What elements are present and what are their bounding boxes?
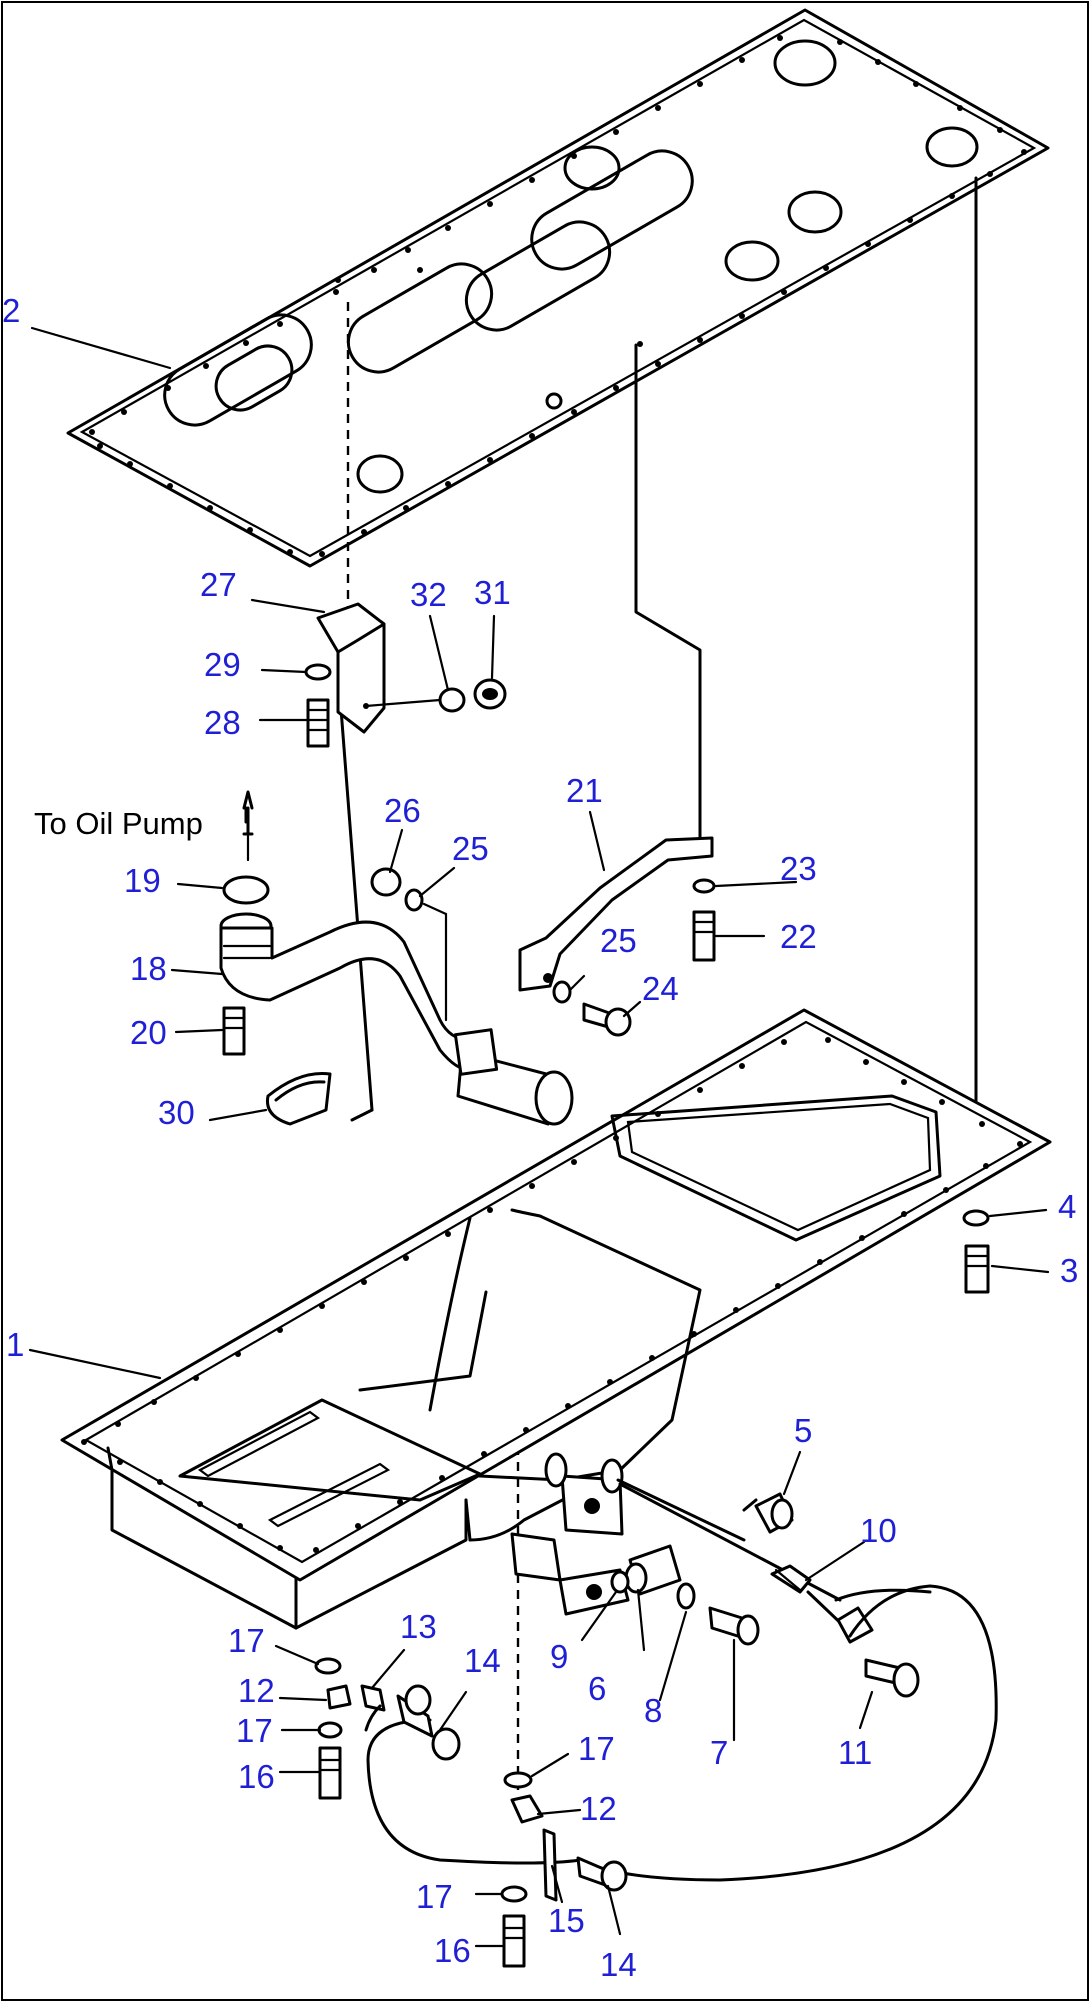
callout-26: 26 bbox=[384, 792, 421, 829]
oil-pan bbox=[60, 1008, 1052, 1630]
callout-11: 11 bbox=[838, 1734, 872, 1771]
callout-10: 10 bbox=[860, 1512, 897, 1549]
callout-29: 29 bbox=[204, 646, 241, 683]
callout-17-d: 17 bbox=[416, 1878, 453, 1915]
callout-12-b: 12 bbox=[580, 1790, 617, 1827]
callout-22: 22 bbox=[780, 918, 817, 955]
callout-15: 15 bbox=[548, 1902, 585, 1939]
callout-27: 27 bbox=[200, 566, 237, 603]
callout-17-a: 17 bbox=[228, 1622, 265, 1659]
callout-3: 3 bbox=[1060, 1252, 1078, 1289]
suction-pipe bbox=[219, 790, 574, 1126]
callout-9: 9 bbox=[550, 1638, 568, 1675]
callout-20: 20 bbox=[130, 1014, 167, 1051]
callout-17-b: 17 bbox=[236, 1712, 273, 1749]
callout-19: 19 bbox=[124, 862, 161, 899]
callout-4: 4 bbox=[1058, 1188, 1076, 1225]
callout-1: 1 bbox=[6, 1326, 24, 1363]
callout-31: 31 bbox=[474, 574, 511, 611]
callout-32: 32 bbox=[410, 576, 447, 613]
callout-25-b: 25 bbox=[600, 922, 637, 959]
callout-13: 13 bbox=[400, 1608, 437, 1645]
callout-5: 5 bbox=[794, 1412, 812, 1449]
callout-14-b: 14 bbox=[600, 1946, 637, 1983]
to-oil-pump-note: To Oil Pump bbox=[34, 806, 203, 841]
callout-6: 6 bbox=[588, 1670, 606, 1707]
gasket bbox=[66, 8, 1050, 568]
callout-labels: 2 1 3 4 5 6 7 8 9 10 11 12 12 13 14 14 1… bbox=[2, 292, 1078, 1983]
callout-7: 7 bbox=[710, 1734, 728, 1771]
bracket-assembly bbox=[304, 602, 507, 748]
sensor-harness bbox=[366, 1478, 998, 1882]
leader-lines bbox=[28, 326, 1050, 1948]
callout-12-a: 12 bbox=[238, 1672, 275, 1709]
callout-16-a: 16 bbox=[238, 1758, 275, 1795]
callout-8: 8 bbox=[644, 1692, 662, 1729]
clip-hardware bbox=[314, 1657, 628, 1968]
callout-28: 28 bbox=[204, 704, 241, 741]
callout-17-c: 17 bbox=[578, 1730, 615, 1767]
callout-30: 30 bbox=[158, 1094, 195, 1131]
callout-23: 23 bbox=[780, 850, 817, 887]
callout-21: 21 bbox=[566, 772, 603, 809]
callout-16-b: 16 bbox=[434, 1932, 471, 1969]
callout-14-a: 14 bbox=[464, 1642, 501, 1679]
callout-18: 18 bbox=[130, 950, 167, 987]
callout-24: 24 bbox=[642, 970, 679, 1007]
assembly-guide-lines bbox=[338, 176, 978, 1790]
stay-assembly bbox=[518, 836, 716, 1037]
callout-25-a: 25 bbox=[452, 830, 489, 867]
callout-2: 2 bbox=[2, 292, 20, 329]
